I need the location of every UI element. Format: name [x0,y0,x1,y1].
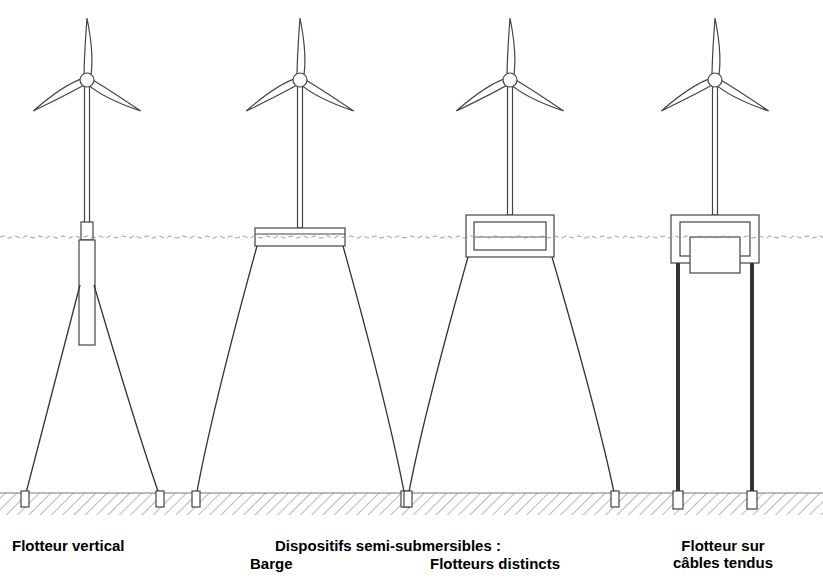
drawing-stroke [255,234,345,235]
mooring-line [196,246,257,497]
spar-buoy [79,240,95,345]
anchor [21,491,29,507]
tower [298,80,303,228]
tendon [676,263,680,497]
tower [85,80,90,225]
mooring-line [408,257,468,497]
blade [712,18,720,80]
mooring-line [343,246,405,497]
tendon [750,263,754,497]
type-label: Flotteurs distincts [430,555,560,572]
hub [708,73,722,87]
blade [84,18,92,80]
type-label: Barge [250,555,293,572]
anchor [156,491,164,507]
hub [503,73,517,87]
blade [297,18,305,80]
mooring-line [552,257,615,497]
blade [507,18,515,80]
tlp-column [690,237,740,273]
anchor [192,491,200,507]
tower [713,80,718,215]
anchor [747,491,757,509]
water-line [0,236,823,238]
tower [508,80,513,215]
anchor [673,491,683,509]
hub [293,73,307,87]
semi-sub-inner [474,222,546,250]
type-label: Flotteur sur câbles tendus [663,537,783,571]
mooring-line [25,285,80,497]
type-label: Flotteur vertical [12,537,125,554]
turbines [21,18,769,509]
mooring-line [94,285,160,497]
anchor [611,491,619,507]
type-label: Dispositifs semi-submersibles : [275,537,501,554]
hub [80,73,94,87]
anchor [404,491,412,507]
